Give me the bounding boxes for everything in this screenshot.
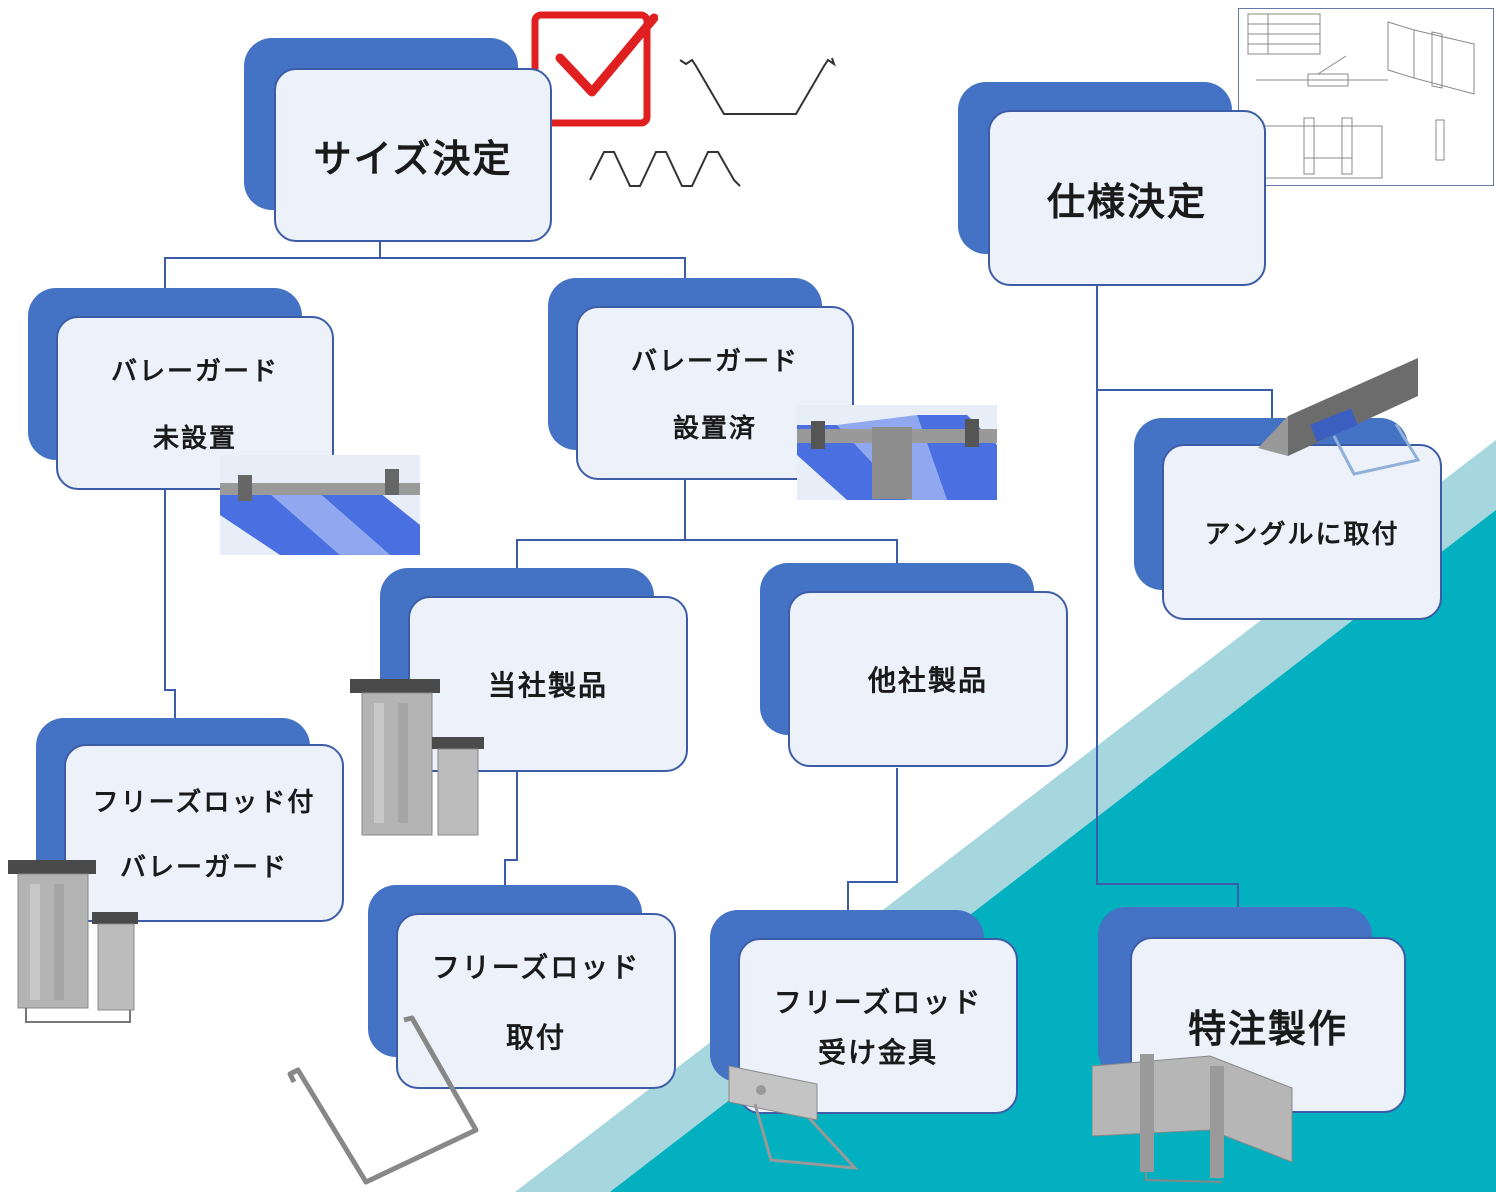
node-label-line2: 受け金具 xyxy=(817,1036,938,1069)
angle-mount-photo xyxy=(1258,358,1421,476)
node-label-line1: バレーガード xyxy=(110,357,279,387)
node-other-product: 他社製品 xyxy=(760,563,1070,769)
node-size-decision: サイズ決定 xyxy=(244,38,554,244)
node-label-line1: バレーガード xyxy=(630,347,799,377)
node-freeze-rod-valley-guard: フリーズロッド付 バレーガード xyxy=(36,718,346,924)
node-label: アングルに取付 xyxy=(1204,519,1400,550)
node-label-line2: 設置済 xyxy=(672,414,757,444)
freeze-rod-bracket-photo xyxy=(728,1065,859,1170)
valley-photo xyxy=(220,455,420,555)
node-label-line1: フリーズロッド xyxy=(773,986,983,1019)
corrugated-profile-icon xyxy=(589,151,741,187)
node-label-line2: 未設置 xyxy=(152,424,237,454)
node-label-line2: バレーガード xyxy=(119,853,288,883)
node-valley-guard-installed: バレーガード 設置済 xyxy=(548,278,856,482)
node-label: 特注製作 xyxy=(1187,1006,1348,1051)
node-label: サイズ決定 xyxy=(313,136,513,181)
node-label-line2: 取付 xyxy=(505,1021,566,1054)
node-label: 他社製品 xyxy=(867,664,988,697)
technical-drawing-icon xyxy=(1238,8,1494,186)
node-freeze-rod-install: フリーズロッド 取付 xyxy=(368,885,678,1091)
valley-guard-photo xyxy=(797,405,997,500)
valley-guard-product-photo xyxy=(350,679,484,836)
node-label: 仕様決定 xyxy=(1046,179,1207,224)
node-label: 当社製品 xyxy=(487,669,608,702)
custom-made-photo xyxy=(1092,1054,1293,1183)
node-freeze-rod-bracket: フリーズロッド 受け金具 xyxy=(710,910,1020,1116)
node-label-line1: フリーズロッド付 xyxy=(92,788,316,818)
roof-profile-icon xyxy=(679,57,836,115)
freeze-rod-valley-guard-photo xyxy=(8,860,138,1023)
node-label-line1: フリーズロッド xyxy=(431,951,641,984)
node-spec-decision: 仕様決定 xyxy=(958,82,1268,288)
freeze-rod-photo xyxy=(287,1015,479,1185)
